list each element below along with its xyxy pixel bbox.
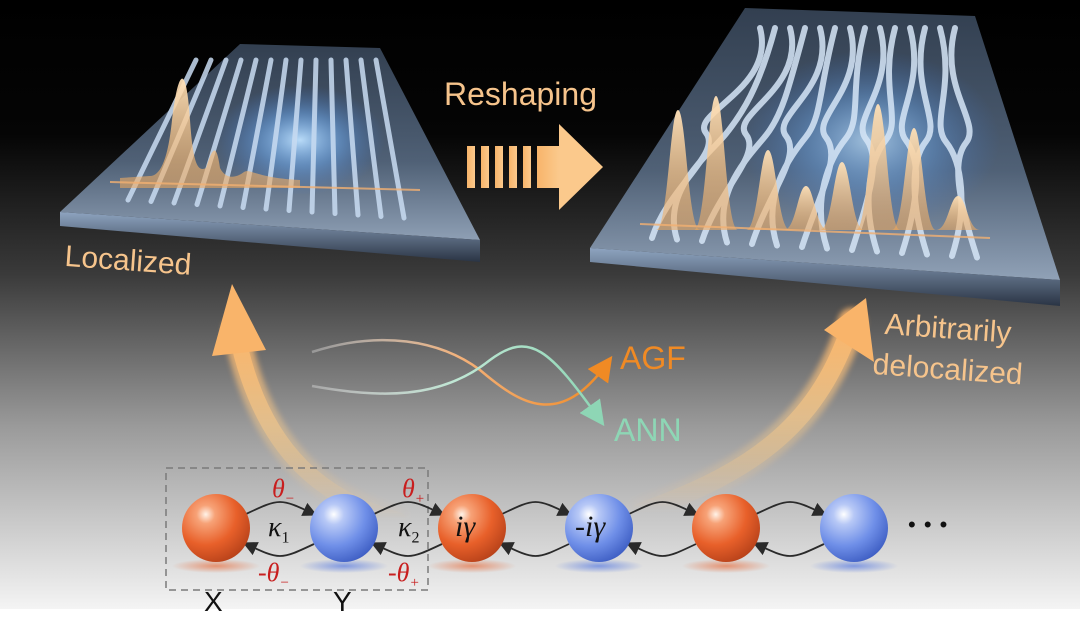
gain-label: iγ: [455, 510, 475, 544]
ann-label: ANN: [614, 412, 682, 449]
site-y-label: Y: [333, 586, 352, 618]
theta-minus-label: θ−: [272, 474, 295, 508]
ellipsis: • • •: [908, 512, 948, 538]
agf-label: AGF: [620, 340, 686, 377]
site-x-label: X: [204, 586, 223, 618]
theta-plus-label: θ+: [402, 474, 425, 508]
reshaping-label: Reshaping: [444, 76, 597, 113]
loss-site: [820, 494, 888, 562]
loss-site: [310, 494, 378, 562]
kappa1-label: κ1: [268, 512, 289, 548]
neg-theta-plus-label: -θ+: [388, 558, 420, 592]
loss-label: -iγ: [575, 510, 605, 544]
gain-site: [182, 494, 250, 562]
kappa2-label: κ2: [398, 512, 419, 548]
neg-theta-minus-label: -θ−: [258, 558, 290, 592]
gain-site: [692, 494, 760, 562]
